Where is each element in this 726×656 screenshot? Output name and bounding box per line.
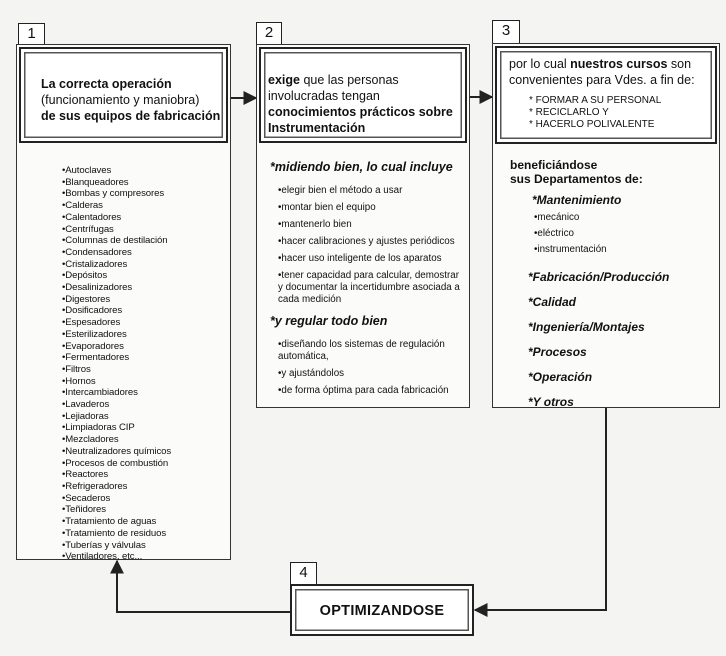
equipment-item: •Blanqueadores [62, 176, 129, 188]
department-title: *Calidad [528, 295, 577, 309]
equipment-item: •Calderas [62, 200, 103, 212]
box3-header-post: son convenientes para Vdes. a fin de: [509, 57, 695, 87]
section-measuring-title: *midiendo bien, lo cual incluye [270, 160, 453, 174]
measuring-item: •hacer calibraciones y ajustes periódico… [278, 236, 455, 247]
equipment-item: •Lavaderos [62, 399, 110, 411]
equipment-list: •Autoclaves•Blanqueadores•Bombas y compr… [62, 165, 227, 563]
box3-header-pre: por lo cual [509, 57, 571, 71]
step-number-1: 1 [18, 23, 45, 46]
equipment-item: •Digestores [62, 293, 111, 305]
department-sub-item: •instrumentación [534, 244, 607, 255]
equipment-item: •Depósitos [62, 270, 108, 282]
box2-header-mid: que las personas involucradas tengan [268, 73, 399, 103]
measuring-list: •elegir bien el método a usar •montar bie… [278, 185, 464, 311]
box3-header-bold: nuestros cursos [570, 57, 668, 71]
benefit-line1: beneficiándose [510, 158, 598, 172]
equipment-item: •Condensadores [62, 246, 132, 258]
equipment-item: •Espesadores [62, 317, 121, 329]
measuring-item: •montar bien el equipo [278, 202, 376, 213]
equipment-item: •Esterilizadores [62, 328, 127, 340]
box3-header: por lo cual nuestros cursos son convenie… [495, 46, 717, 144]
equipment-item: •Tuberías y válvulas [62, 539, 146, 551]
department-title: *Procesos [528, 345, 587, 359]
equipment-item: •Lejiadoras [62, 410, 109, 422]
optimizing-label: OPTIMIZANDOSE [319, 603, 445, 619]
step-number-3: 3 [492, 20, 520, 44]
measuring-item: •elegir bien el método a usar [278, 185, 403, 196]
measuring-item: •tener capacidad para calcular, demostra… [278, 270, 460, 305]
department-title: *Mantenimiento [532, 193, 622, 207]
equipment-item: •Desalinizadores [62, 282, 133, 294]
equipment-item: •Procesos de combustión [62, 457, 169, 469]
step-number-4: 4 [290, 562, 317, 586]
department-title: *Operación [528, 370, 593, 384]
equipment-item: •Calentadores [62, 211, 122, 223]
department-sublist: •mecánico •eléctrico •instrumentación [534, 210, 718, 258]
equipment-item: •Refrigeradores [62, 480, 128, 492]
department-sub-item: •mecánico [534, 212, 580, 223]
department-title: *Ingeniería/Montajes [528, 320, 645, 334]
measuring-item: •hacer uso inteligente de los aparatos [278, 253, 442, 264]
measuring-item: •mantenerlo bien [278, 219, 352, 230]
equipment-item: •Tratamiento de residuos [62, 527, 167, 539]
box2-header: exige que las personas involucradas teng… [259, 47, 467, 143]
benefit-intro: beneficiándose sus Departamentos de: [510, 158, 643, 186]
goals-list: * FORMAR A SU PERSONAL* RECICLARLO Y* HA… [529, 95, 661, 131]
step-number-2: 2 [256, 22, 282, 45]
goal-item: * RECICLARLO Y [529, 107, 609, 118]
goal-item: * FORMAR A SU PERSONAL [529, 95, 662, 106]
section-regulating-title: *y regular todo bien [270, 314, 388, 328]
optimizing-box: OPTIMIZANDOSE [290, 584, 474, 636]
equipment-item: •Reactores [62, 469, 109, 481]
equipment-item: •Intercambiadores [62, 387, 138, 399]
arrow-3-to-4 [473, 408, 607, 617]
equipment-item: •Centrífugas [62, 223, 114, 235]
regulating-item: •de forma óptima para cada fabricación [278, 385, 449, 396]
equipment-item: •Teñidores [62, 504, 106, 516]
equipment-item: •Autoclaves [62, 165, 112, 176]
department-title: *Fabricación/Producción [528, 270, 670, 284]
equipment-item: •Limpiadoras CIP [62, 422, 135, 434]
equipment-item: •Dosificadores [62, 305, 123, 317]
box1-header-line2: (funcionamiento y maniobra) [41, 93, 200, 107]
arrow-4-to-1 [110, 559, 290, 613]
equipment-item: •Filtros [62, 363, 91, 375]
department-title: *Y otros [528, 395, 574, 409]
box1-header-line3: de sus equipos de fabricación [41, 109, 221, 123]
department-sub-item: •eléctrico [534, 228, 574, 239]
regulating-item: •y ajustándolos [278, 368, 345, 379]
regulating-list: •diseñando los sistemas de regulación au… [278, 339, 464, 402]
box1-header: La correcta operación (funcionamiento y … [19, 47, 228, 143]
regulating-item: •diseñando los sistemas de regulación au… [278, 339, 445, 362]
equipment-item: •Fermentadores [62, 352, 130, 364]
equipment-item: •Tratamiento de aguas [62, 516, 157, 528]
equipment-item: •Mezcladores [62, 434, 119, 446]
equipment-item: •Hornos [62, 375, 96, 387]
benefit-line2: sus Departamentos de: [510, 172, 643, 186]
equipment-item: •Secaderos [62, 492, 111, 504]
box1-header-line1: La correcta operación [41, 77, 172, 91]
box2-header-verb: exige [268, 73, 300, 87]
goal-item: * HACERLO POLIVALENTE [529, 119, 655, 130]
box2-header-bold: conocimientos prácticos sobre Instrument… [268, 105, 453, 135]
equipment-item: •Evaporadores [62, 340, 124, 352]
equipment-item: •Bombas y compresores [62, 188, 165, 200]
equipment-item: •Neutralizadores químicos [62, 445, 172, 457]
equipment-item: •Columnas de destilación [62, 235, 168, 247]
equipment-item: •Ventiladores, etc... [62, 551, 143, 563]
equipment-item: •Cristalizadores [62, 258, 128, 270]
departments-list: *Mantenimiento •mecánico •eléctrico •instru… [528, 193, 718, 420]
